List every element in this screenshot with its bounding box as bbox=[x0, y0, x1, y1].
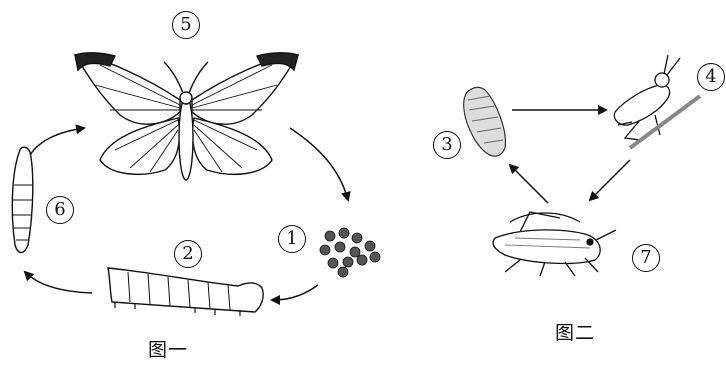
label-nymph: 4 bbox=[697, 63, 725, 91]
figure-two-caption: 图二 bbox=[555, 318, 595, 345]
label-adult-grasshopper: 7 bbox=[632, 244, 660, 272]
butterfly-illustration bbox=[75, 53, 298, 180]
caterpillar-illustration bbox=[108, 268, 263, 316]
label-egg-mass: 3 bbox=[433, 131, 461, 159]
label-larva: 2 bbox=[174, 240, 202, 268]
grasshopper-illustration bbox=[493, 212, 616, 276]
pupa-illustration bbox=[12, 147, 33, 252]
egg-mass-illustration bbox=[464, 87, 506, 156]
label-adult-butterfly: 5 bbox=[172, 11, 200, 39]
label-eggs: 1 bbox=[278, 225, 306, 253]
figure-one-caption: 图一 bbox=[148, 335, 188, 362]
egg-cluster bbox=[320, 228, 380, 277]
label-pupa: 6 bbox=[46, 196, 74, 224]
nymph-illustration bbox=[614, 55, 700, 148]
figure-two-arrows bbox=[510, 110, 630, 203]
